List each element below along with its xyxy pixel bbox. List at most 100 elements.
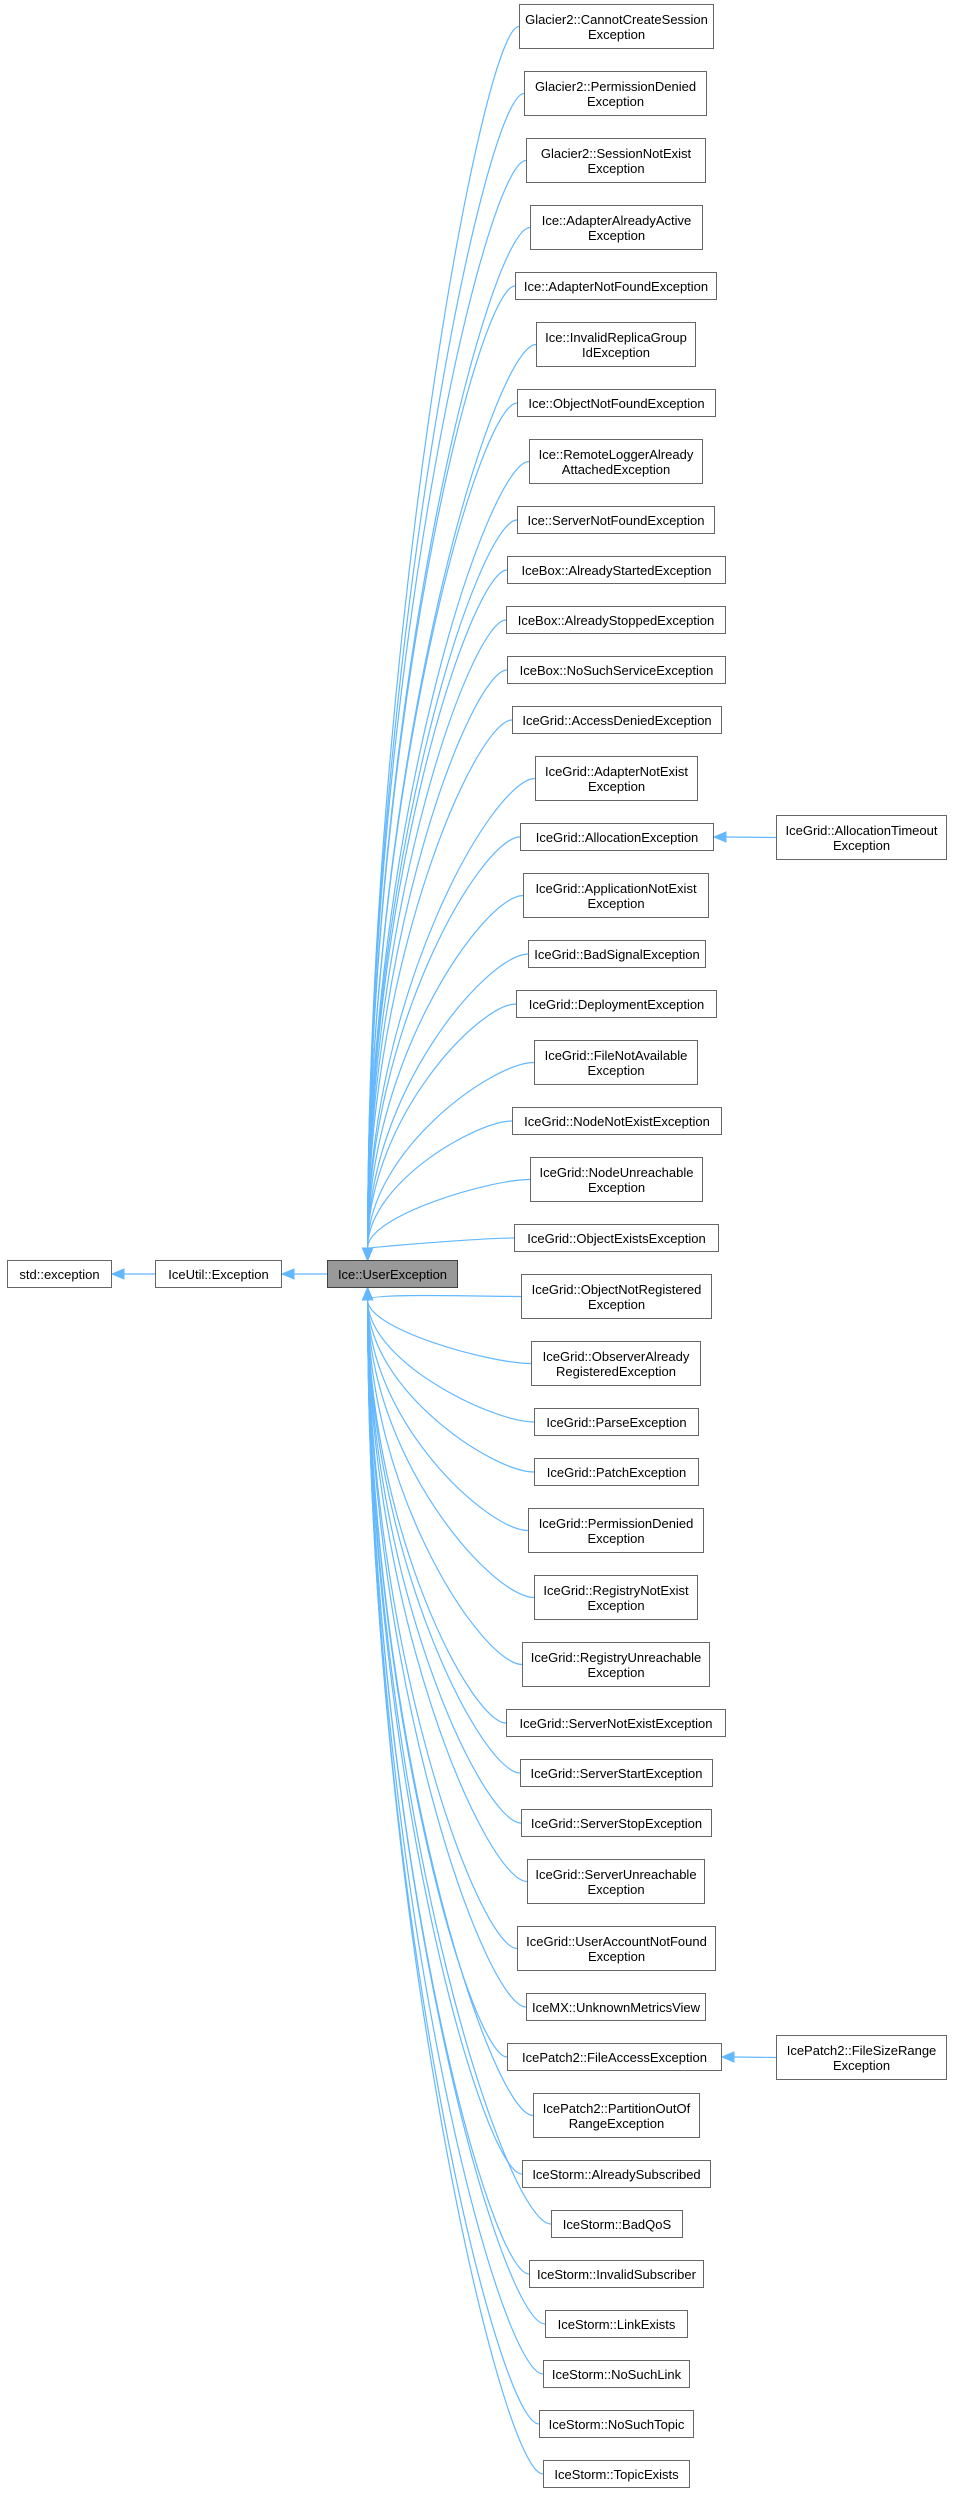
class-node-label-line: IdException [582,344,650,360]
inheritance-arrowhead [712,831,727,843]
class-node-label-line: IceStorm::NoSuchTopic [548,2416,685,2432]
class-node-label-line: IceGrid::AdapterNotExist [544,763,689,779]
inheritance-edge-icestorm-linkexists [367,1299,546,2325]
class-node-label-line: IceGrid::DeploymentException [528,996,705,1012]
inheritance-edge-icegrid-serverstop [367,1299,522,1824]
class-node-label-line: IceGrid::NodeNotExistException [524,1113,710,1129]
class-node-icegrid-servernotexist[interactable]: IceGrid::ServerNotExistException [506,1709,726,1737]
inheritance-edge-icebox-nosuchservice [367,669,508,1249]
inheritance-edge-glacier2-sessionnotexist [367,159,527,1249]
class-node-label-line: Glacier2::CannotCreateSession [525,11,708,27]
class-node-label-line: Exception [587,1597,645,1613]
class-node-icegrid-objectexists[interactable]: IceGrid::ObjectExistsException [514,1224,719,1252]
class-node-label-line: Exception [832,837,891,853]
class-node-label-line: IceGrid::ObserverAlready [542,1348,690,1364]
class-node-label-line: Ice::InvalidReplicaGroup [545,329,687,345]
class-node-icegrid-serverstart[interactable]: IceGrid::ServerStartException [520,1759,713,1787]
inheritance-edge-icegrid-serverstart [367,1299,521,1774]
class-node-icegrid-parse[interactable]: IceGrid::ParseException [534,1408,699,1436]
class-node-label-line: Ice::AdapterAlreadyActive [541,212,692,228]
class-node-label-line: IceGrid::AllocationException [535,829,699,845]
class-node-label-line: IcePatch2::FileAccessException [522,2049,707,2065]
inheritance-edge-icegrid-adapternotexist [367,777,536,1249]
class-node-label-line: IceGrid::ApplicationNotExist [535,880,697,896]
inheritance-edge-icegrid-allocationtimeout [725,836,777,839]
inheritance-edge-icegrid-allocation [367,836,521,1249]
class-node-label-line: IceStorm::BadQoS [562,2216,672,2232]
class-node-icegrid-badsignal[interactable]: IceGrid::BadSignalException [528,940,706,968]
class-node-icestorm-alreadysubscribed[interactable]: IceStorm::AlreadySubscribed [522,2160,711,2188]
class-node-icemx-unknownmetricsview[interactable]: IceMX::UnknownMetricsView [526,1993,706,2021]
class-node-label-line: Exception [587,160,645,176]
inheritance-edge-icegrid-observeralreadyregistered [367,1299,532,1365]
class-node-icebox-alreadystarted[interactable]: IceBox::AlreadyStartedException [507,556,726,584]
class-node-icegrid-serverstop[interactable]: IceGrid::ServerStopException [521,1809,712,1837]
class-node-label-line: IceGrid::PatchException [546,1464,687,1480]
inheritance-arrowhead [720,2051,735,2063]
class-node-label-line: IceGrid::ParseException [546,1414,687,1430]
class-node-icegrid-nodenotexist[interactable]: IceGrid::NodeNotExistException [512,1107,722,1135]
class-node-icestorm-invalidsubscriber[interactable]: IceStorm::InvalidSubscriber [529,2260,704,2288]
class-node-label-line: Exception [587,895,645,911]
class-node-label-line: IceStorm::LinkExists [557,2316,676,2332]
class-node-label-line: Exception [587,1062,645,1078]
class-node-icestorm-linkexists[interactable]: IceStorm::LinkExists [545,2310,688,2338]
class-node-icegrid-deployment[interactable]: IceGrid::DeploymentException [516,990,717,1018]
inheritance-edge-icepatch2-partitionoutofrange [367,1299,534,2117]
class-node-label-line: Exception [587,1948,646,1964]
inheritance-edge-ice-adapternotfound [367,285,516,1249]
inheritance-edge-icegrid-patch [367,1299,535,1473]
inheritance-edge-icegrid-serverunreachable [367,1299,528,1883]
class-node-icebox-nosuchservice[interactable]: IceBox::NoSuchServiceException [507,656,726,684]
class-node-icestorm-nosuchtopic[interactable]: IceStorm::NoSuchTopic [539,2410,694,2438]
class-node-label-line: std::exception [19,1266,100,1282]
class-node-label-line: Exception [587,778,646,794]
class-node-icegrid-patch[interactable]: IceGrid::PatchException [534,1458,699,1486]
class-node-label-line: IceGrid::AllocationTimeout [785,822,938,838]
inheritance-edge-icegrid-badsignal [367,953,529,1249]
class-node-icestorm-nosuchlink[interactable]: IceStorm::NoSuchLink [543,2360,690,2388]
class-node-label-line: AttachedException [561,461,671,477]
class-node-icepatch2-fileaccess[interactable]: IcePatch2::FileAccessException [507,2043,722,2071]
class-node-ice-objectnotfound[interactable]: Ice::ObjectNotFoundException [517,389,716,417]
class-node-label-line: RangeException [568,2115,665,2131]
inheritance-edge-icestorm-badqos [367,1299,552,2225]
class-node-label-line: Ice::RemoteLoggerAlready [538,446,694,462]
class-node-label-line: Exception [587,1881,645,1897]
class-node-icestorm-topicexists[interactable]: IceStorm::TopicExists [543,2460,690,2488]
class-node-std-exception[interactable]: std::exception [7,1260,112,1288]
class-node-icebox-alreadystopped[interactable]: IceBox::AlreadyStoppedException [506,606,726,634]
inheritance-arrowhead [110,1268,125,1280]
class-node-label-line: IceBox::AlreadyStoppedException [517,612,715,628]
class-node-icegrid-allocation[interactable]: IceGrid::AllocationException [520,823,714,851]
class-node-ice-servernotfound[interactable]: Ice::ServerNotFoundException [517,506,715,534]
class-node-label-line: IceStorm::AlreadySubscribed [532,2166,701,2182]
class-node-iceutil-exception[interactable]: IceUtil::Exception [155,1260,282,1288]
class-node-icestorm-badqos[interactable]: IceStorm::BadQoS [551,2210,683,2238]
inheritance-arrowhead [361,1247,374,1262]
inheritance-edge-icemx-unknownmetricsview [367,1299,527,2008]
class-node-icegrid-accessdenied[interactable]: IceGrid::AccessDeniedException [512,706,722,734]
class-node-ice-adapternotfound[interactable]: Ice::AdapterNotFoundException [515,272,717,300]
